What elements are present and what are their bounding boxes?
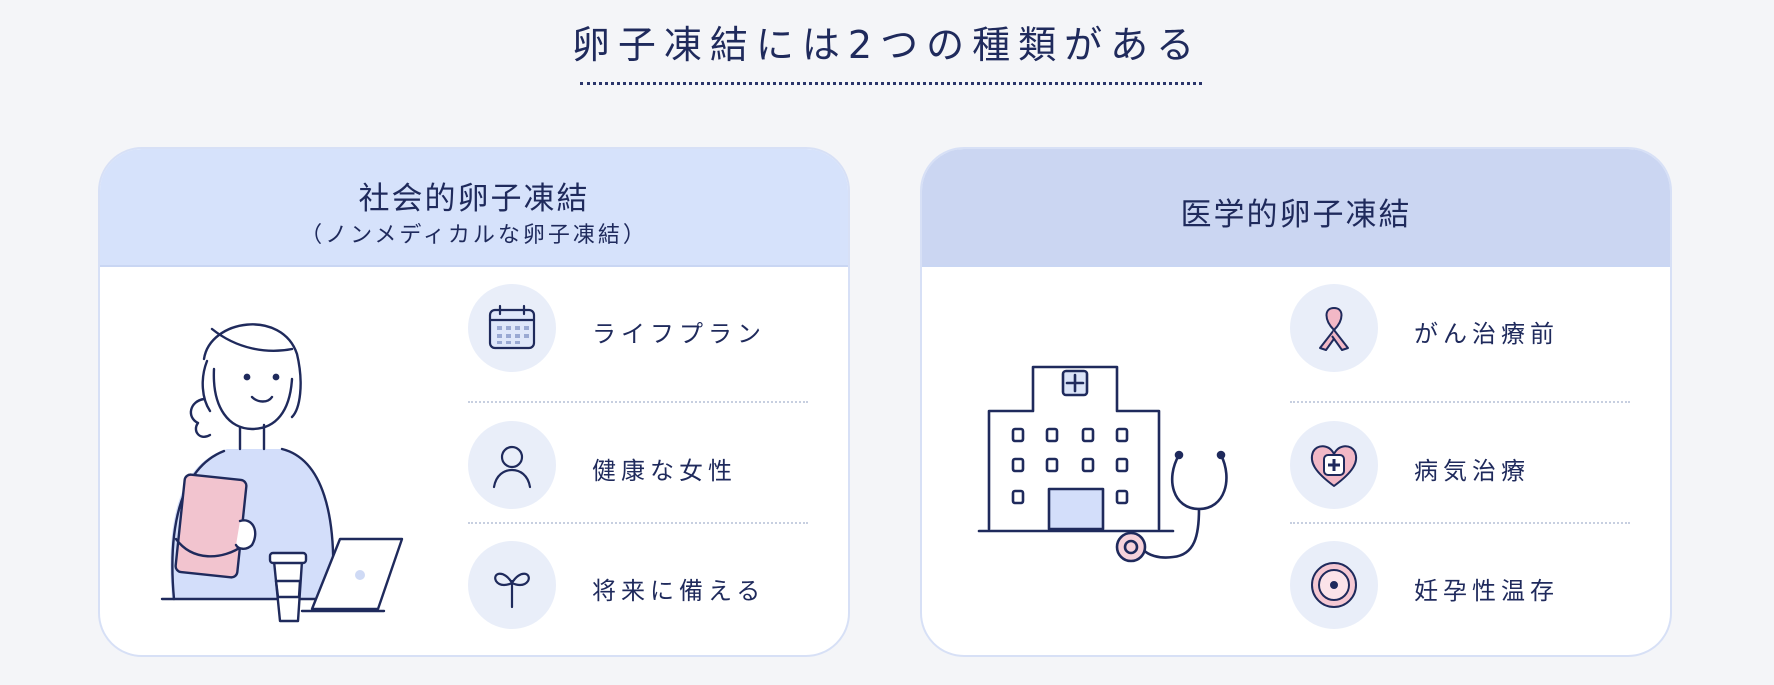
calendar-icon [488, 304, 536, 350]
heart-cross-icon-circle [1290, 421, 1378, 509]
item-label: ライフプラン [592, 320, 766, 348]
page-title: 卵子凍結には2つの種類がある [571, 23, 1203, 67]
woman-with-laptop-illustration [160, 323, 404, 623]
list-item-fertility-preservation: 妊孕性温存 [1290, 541, 1630, 631]
list-item-healthy-woman: 健康な女性 [468, 421, 808, 511]
dotted-divider [1290, 522, 1630, 524]
person-icon-circle [468, 421, 556, 509]
card-header: 社会的卵子凍結 （ノンメディカルな卵子凍結） [100, 149, 848, 267]
card-heading: 医学的卵子凍結 [1180, 197, 1412, 233]
title-dotted-underline [580, 82, 1202, 85]
sprout-icon [494, 572, 530, 609]
calendar-icon-circle [468, 284, 556, 372]
sprout-icon-circle [468, 541, 556, 629]
person-icon [492, 445, 532, 489]
list-item-disease-treatment: 病気治療 [1290, 421, 1630, 511]
egg-cell-icon-circle [1290, 541, 1378, 629]
hospital-stethoscope-illustration [977, 365, 1228, 563]
list-item-life-plan: ライフプラン [468, 284, 808, 374]
ribbon-icon [1319, 307, 1349, 351]
social-egg-freezing-card: 社会的卵子凍結 （ノンメディカルな卵子凍結） [98, 147, 850, 657]
dotted-divider [468, 401, 808, 403]
item-label: 病気治療 [1414, 457, 1530, 485]
dotted-divider [1290, 401, 1630, 403]
card-subheading: （ノンメディカルな卵子凍結） [300, 223, 648, 248]
card-heading: 社会的卵子凍結 [358, 181, 590, 217]
item-label: がん治療前 [1414, 320, 1559, 348]
item-label: 健康な女性 [592, 457, 737, 485]
dotted-divider [468, 522, 808, 524]
card-header: 医学的卵子凍結 [922, 149, 1670, 267]
medical-egg-freezing-card: 医学的卵子凍結 [920, 147, 1672, 657]
list-item-before-cancer-treatment: がん治療前 [1290, 284, 1630, 374]
heart-cross-icon [1310, 445, 1358, 487]
ribbon-icon-circle [1290, 284, 1378, 372]
egg-cell-icon [1311, 562, 1357, 608]
list-item-prepare-future: 将来に備える [468, 541, 808, 631]
item-label: 妊孕性温存 [1414, 577, 1559, 605]
item-label: 将来に備える [592, 577, 766, 605]
